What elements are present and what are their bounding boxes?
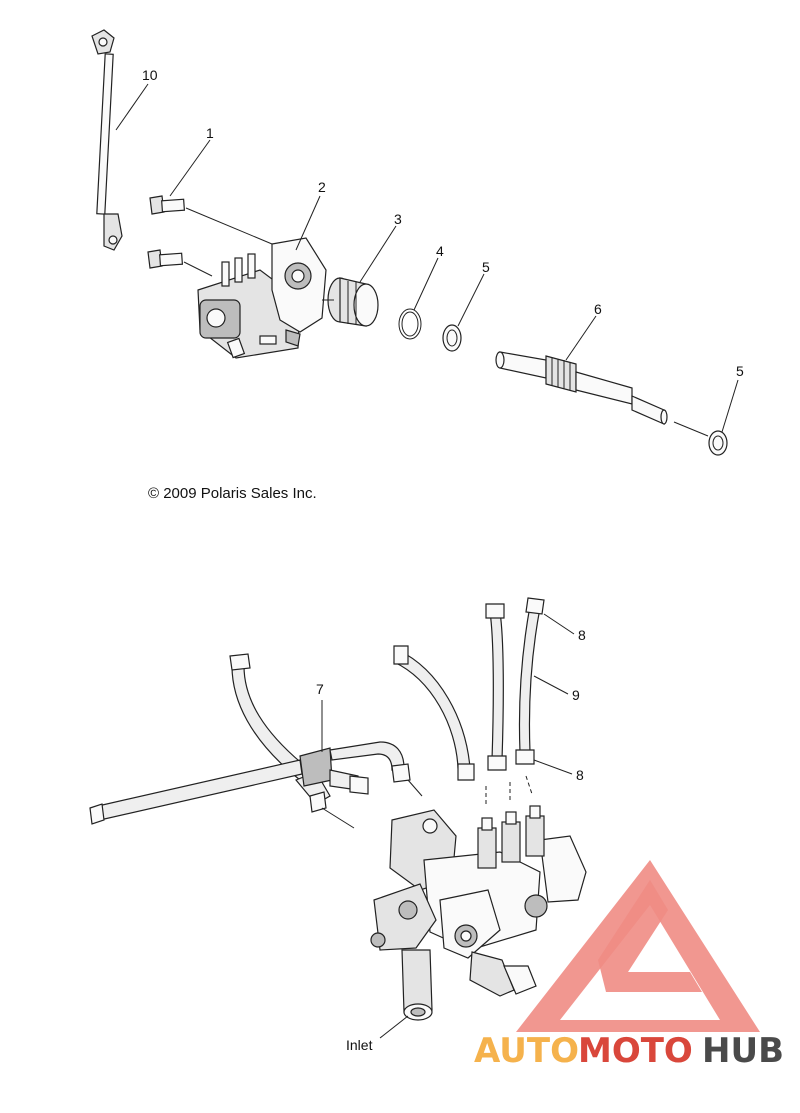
- callout-9: 9: [572, 687, 580, 703]
- part-5-washer-lower: [708, 430, 728, 456]
- automotohub-watermark: AUTO MOTO HUB: [474, 860, 784, 1071]
- watermark-auto: AUTO: [474, 1031, 579, 1071]
- watermark-triangle-icon: [516, 860, 760, 1032]
- inlet-label: Inlet: [346, 1037, 373, 1053]
- part-6-shaft: [495, 351, 668, 425]
- part-3-bushing: [327, 277, 379, 327]
- callout-6: 6: [594, 301, 602, 317]
- callout-10: 10: [142, 67, 158, 83]
- part-7-tee-hose: [89, 653, 411, 825]
- part-5-washer-upper: [442, 324, 462, 352]
- watermark-moto: MOTO: [578, 1031, 693, 1071]
- callout-8-upper: 8: [578, 627, 586, 643]
- curved-hose-left: [393, 645, 475, 781]
- bottom-assembly: 7 8 9 8 Inlet: [89, 597, 587, 1053]
- callout-8-lower: 8: [576, 767, 584, 783]
- callout-5-upper: 5: [482, 259, 490, 275]
- callout-1: 1: [206, 125, 214, 141]
- bottom-leader-lines: [321, 613, 575, 1039]
- part-2-oil-pump: [197, 237, 327, 359]
- part-9-hoses: [485, 597, 545, 771]
- callout-4: 4: [436, 243, 444, 259]
- callout-3: 3: [394, 211, 402, 227]
- top-leader-lines: [115, 83, 739, 437]
- callout-2: 2: [318, 179, 326, 195]
- watermark-hub: HUB: [702, 1031, 784, 1071]
- part-1-bolts: [147, 195, 186, 269]
- part-4-o-ring: [398, 308, 422, 340]
- top-assembly: 1 2 3 4 5 6 5 10 © 2009 Polaris Sales In…: [91, 29, 744, 502]
- callout-7: 7: [316, 681, 324, 697]
- copyright-notice: © 2009 Polaris Sales Inc.: [148, 485, 317, 502]
- callout-5-lower: 5: [736, 363, 744, 379]
- oil-pump-assembly: [370, 805, 587, 1021]
- part-10-cable: [91, 29, 123, 251]
